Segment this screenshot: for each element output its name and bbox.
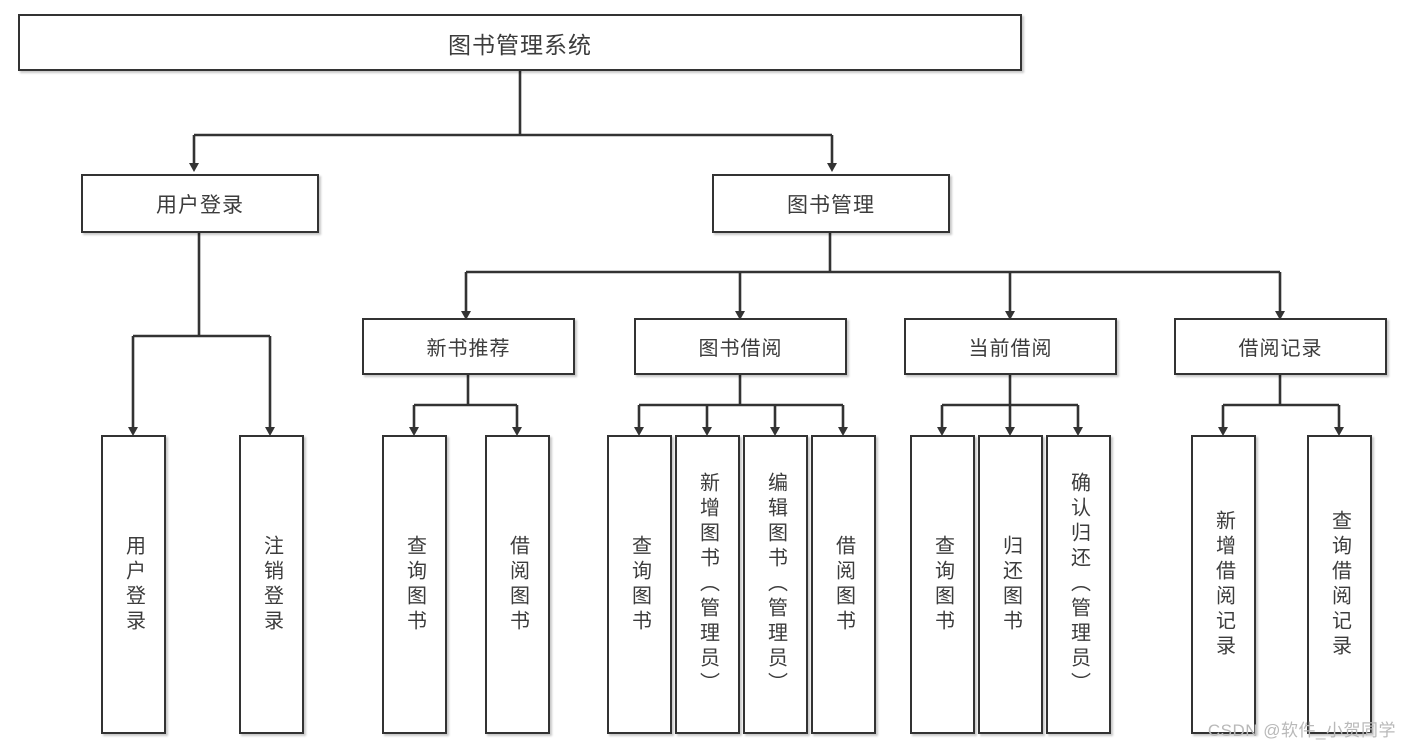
node-book-management[interactable]: 图书管理 <box>712 174 950 233</box>
node-borrow-record[interactable]: 借阅记录 <box>1174 318 1387 375</box>
leaf-confirm-return-admin[interactable]: 确认归还（管理员） <box>1046 435 1111 734</box>
node-label: 确认归还（管理员） <box>1067 472 1090 697</box>
node-root-book-management-system[interactable]: 图书管理系统 <box>18 14 1022 71</box>
node-label: 借阅图书 <box>832 534 855 635</box>
leaf-edit-book-admin[interactable]: 编辑图书（管理员） <box>743 435 808 734</box>
node-label: 用户登录 <box>156 193 244 217</box>
node-label: 查询图书 <box>628 534 651 635</box>
node-label: 用户登录 <box>122 534 145 635</box>
leaf-return-book[interactable]: 归还图书 <box>978 435 1043 734</box>
node-label: 查询图书 <box>931 534 954 635</box>
node-book-borrow[interactable]: 图书借阅 <box>634 318 847 375</box>
node-user-login[interactable]: 用户登录 <box>81 174 319 233</box>
leaf-add-book-admin[interactable]: 新增图书（管理员） <box>675 435 740 734</box>
node-label: 新增借阅记录 <box>1212 509 1235 660</box>
leaf-user-login[interactable]: 用户登录 <box>101 435 166 734</box>
node-label: 新书推荐 <box>426 338 511 360</box>
node-label: 查询图书 <box>403 534 426 635</box>
node-label: 借阅记录 <box>1238 338 1323 360</box>
leaf-query-book-recommend[interactable]: 查询图书 <box>382 435 447 734</box>
leaf-borrow-book[interactable]: 借阅图书 <box>811 435 876 734</box>
node-current-borrow[interactable]: 当前借阅 <box>904 318 1117 375</box>
node-label: 编辑图书（管理员） <box>764 472 787 697</box>
watermark: CSDN @软件_小贺同学 <box>1207 721 1396 740</box>
leaf-add-borrow-record[interactable]: 新增借阅记录 <box>1191 435 1256 734</box>
node-label: 查询借阅记录 <box>1328 509 1351 660</box>
node-label: 图书管理 <box>787 193 875 217</box>
leaf-borrow-book-recommend[interactable]: 借阅图书 <box>485 435 550 734</box>
node-label: 归还图书 <box>999 534 1022 635</box>
leaf-query-borrow-record[interactable]: 查询借阅记录 <box>1307 435 1372 734</box>
leaf-query-book-borrow[interactable]: 查询图书 <box>607 435 672 734</box>
node-new-book-recommend[interactable]: 新书推荐 <box>362 318 575 375</box>
node-label: 借阅图书 <box>506 534 529 635</box>
leaf-logout[interactable]: 注销登录 <box>239 435 304 734</box>
node-label: 当前借阅 <box>968 338 1053 360</box>
leaf-query-book-current[interactable]: 查询图书 <box>910 435 975 734</box>
node-label: 新增图书（管理员） <box>696 472 719 697</box>
node-label: 图书管理系统 <box>448 31 592 58</box>
node-label: 注销登录 <box>260 534 283 635</box>
node-label: 图书借阅 <box>698 338 783 360</box>
